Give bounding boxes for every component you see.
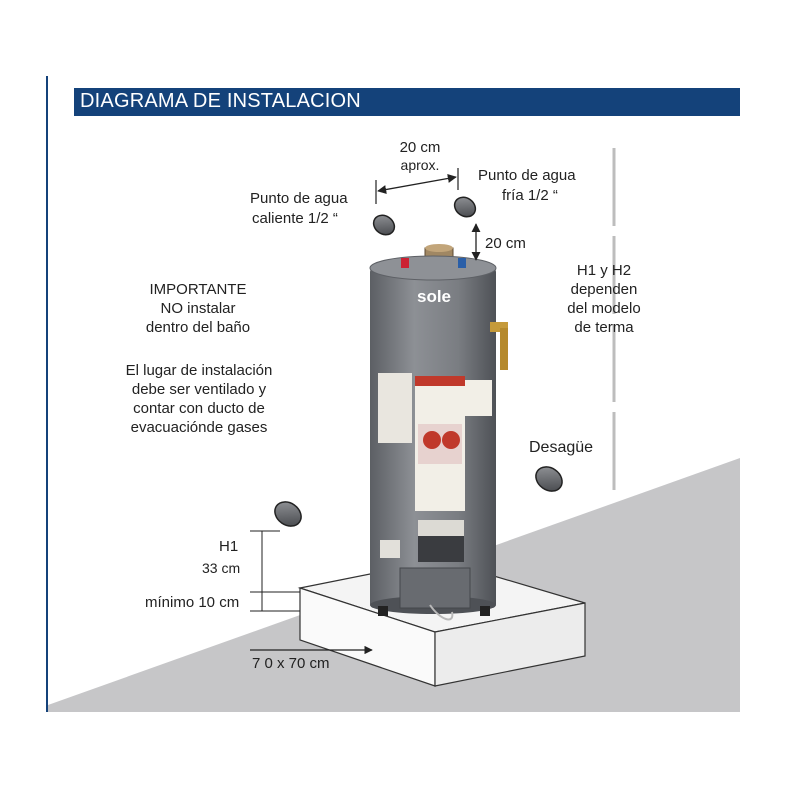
drain-label: Desagüe (529, 439, 594, 456)
cold-water-label-1: Punto de agua (478, 167, 576, 184)
base-size-label: 7 0 x 70 cm (252, 655, 330, 672)
important-3: dentro del baño (145, 319, 251, 336)
dim-vertical-label: 20 cm (485, 235, 526, 252)
hot-water-label-2: caliente 1/2 “ (252, 210, 338, 227)
page-title: DIAGRAMA DE INSTALACION (80, 90, 361, 112)
header-bar: DIAGRAMA DE INSTALACION (74, 88, 740, 116)
dim-top-label: 20 cm (399, 139, 441, 156)
h1-label: H1 (219, 538, 239, 555)
min-height-label: mínimo 10 cm (145, 594, 240, 611)
h1-value: 33 cm (202, 560, 241, 576)
dim-top-approx: aprox. (400, 157, 440, 173)
important-1: IMPORTANTE (149, 281, 247, 298)
important-2: NO instalar (160, 300, 236, 317)
h-note-2: dependen (570, 281, 638, 298)
gas-point (274, 501, 302, 527)
hot-water-label-1: Punto de agua (250, 190, 348, 207)
left-rule (46, 76, 48, 712)
water-heater (369, 244, 508, 621)
h-note-3: del modelo (567, 300, 641, 317)
ventilation-2: debe ser ventilado y (131, 381, 267, 398)
brand-logo: sole (417, 287, 451, 306)
h-note-4: de terma (574, 319, 634, 336)
drain-point (535, 466, 563, 492)
ventilation-4: evacuaciónde gases (130, 419, 268, 436)
cold-water-label-2: fría 1/2 “ (502, 187, 558, 204)
hot-water-point (372, 214, 396, 236)
h-note-1: H1 y H2 (576, 262, 632, 279)
dim-arrow-horizontal (377, 173, 457, 195)
ventilation-1: El lugar de instalación (125, 362, 273, 379)
ventilation-3: contar con ducto de (133, 400, 265, 417)
cold-water-point (453, 196, 477, 218)
